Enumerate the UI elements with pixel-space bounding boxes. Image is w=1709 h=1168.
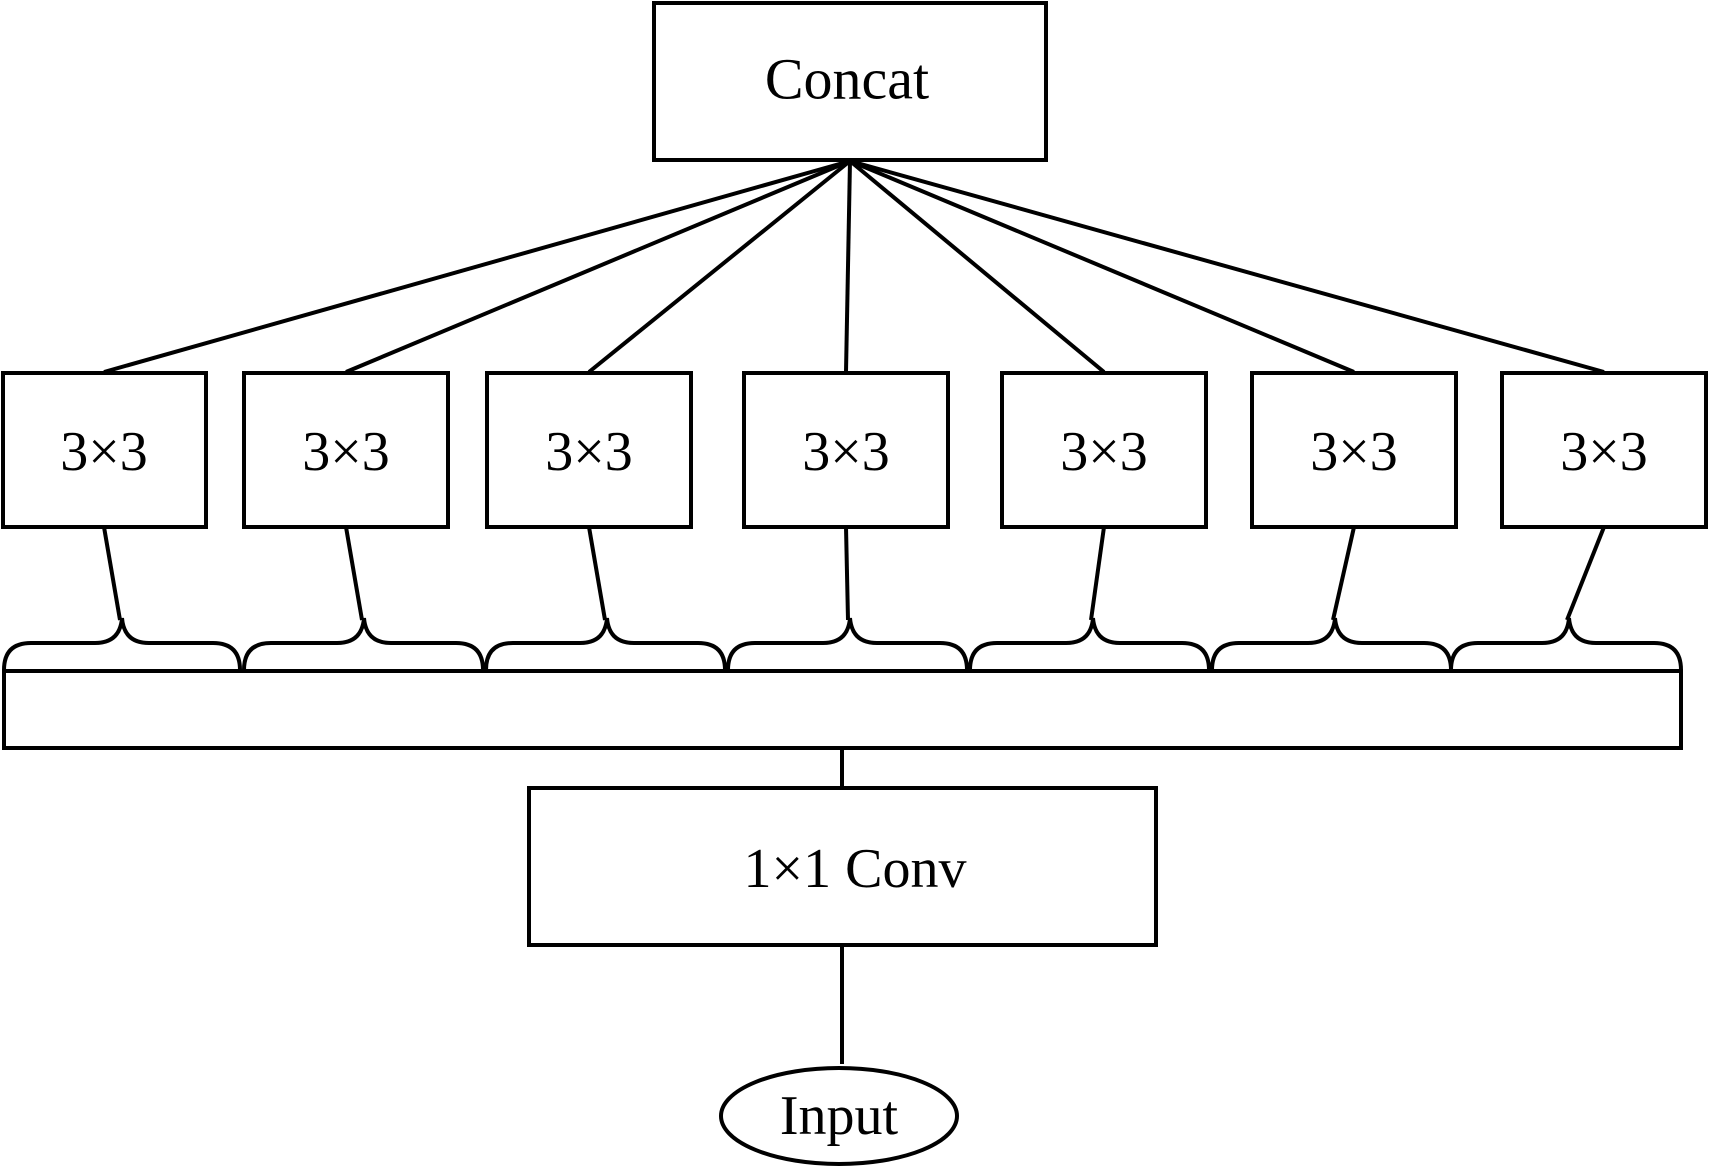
branch-box-2 bbox=[242, 371, 450, 529]
branch-label-5: 3×3 bbox=[1060, 421, 1148, 483]
edge-branch-1-split bbox=[102, 526, 122, 621]
brace-5 bbox=[968, 617, 1211, 671]
conv1x1-box bbox=[527, 786, 1158, 947]
edge-concat-branch-5 bbox=[848, 159, 1106, 374]
feature-split-bar bbox=[2, 669, 1683, 750]
branch-label-7: 3×3 bbox=[1560, 421, 1648, 483]
input-label: Input bbox=[780, 1085, 899, 1147]
edge-concat-branch-7 bbox=[849, 159, 1605, 374]
brace-4 bbox=[726, 617, 969, 671]
brace-7 bbox=[1449, 617, 1683, 671]
edge-branch-7-split bbox=[1565, 526, 1606, 621]
edge-concat-branch-1 bbox=[103, 159, 851, 374]
branch-node: 3×3 bbox=[1500, 371, 1708, 529]
branch-label-4: 3×3 bbox=[802, 421, 890, 483]
brace-6 bbox=[1210, 617, 1453, 671]
edge-concat-branch-6 bbox=[849, 159, 1355, 374]
concat-node: Concat bbox=[652, 1, 1048, 162]
branch-node: 3×3 bbox=[1250, 371, 1458, 529]
branch-node: 3×3 bbox=[742, 371, 950, 529]
edge-branch-5-split bbox=[1089, 526, 1106, 621]
branch-node: 3×3 bbox=[1000, 371, 1208, 529]
edge-branch-3-split bbox=[587, 526, 607, 621]
branch-box-3 bbox=[485, 371, 693, 529]
edge-concat-branch-3 bbox=[587, 159, 852, 374]
concat-label: Concat bbox=[765, 47, 929, 112]
branch-node: 3×3 bbox=[242, 371, 450, 529]
split-braces bbox=[2, 617, 1683, 671]
branch-box-4 bbox=[742, 371, 950, 529]
concat-box bbox=[652, 1, 1048, 162]
branch-label-2: 3×3 bbox=[302, 421, 390, 483]
edge-concat-branch-2 bbox=[345, 159, 851, 374]
input-ellipse bbox=[719, 1066, 959, 1166]
conv1x1-label: 1×1 Conv bbox=[744, 838, 967, 900]
branch-box-1 bbox=[1, 371, 208, 529]
branch-box-6 bbox=[1250, 371, 1458, 529]
edge-branch-2-split bbox=[344, 526, 364, 621]
branch-label-6: 3×3 bbox=[1310, 421, 1398, 483]
branch-node: 3×3 bbox=[485, 371, 693, 529]
branch-label-3: 3×3 bbox=[545, 421, 633, 483]
concat-edges bbox=[103, 159, 1605, 374]
conv1x1-node: 1×1 Conv bbox=[527, 786, 1158, 947]
brace-3 bbox=[484, 617, 727, 671]
edge-branch-4-split bbox=[844, 526, 850, 621]
branch-nodes: 3×3 3×3 3×3 3×3 3×3 3×3 3×3 bbox=[1, 371, 1708, 529]
edge-branch-6-split bbox=[1331, 526, 1356, 621]
input-node: Input bbox=[719, 1066, 959, 1166]
edge-concat-branch-4 bbox=[844, 160, 852, 373]
branch-edges bbox=[102, 526, 1606, 621]
branch-box-7 bbox=[1500, 371, 1708, 529]
branch-box-5 bbox=[1000, 371, 1208, 529]
brace-1 bbox=[2, 617, 242, 671]
branch-label-1: 3×3 bbox=[60, 421, 148, 483]
branch-node: 3×3 bbox=[1, 371, 208, 529]
brace-2 bbox=[242, 617, 485, 671]
